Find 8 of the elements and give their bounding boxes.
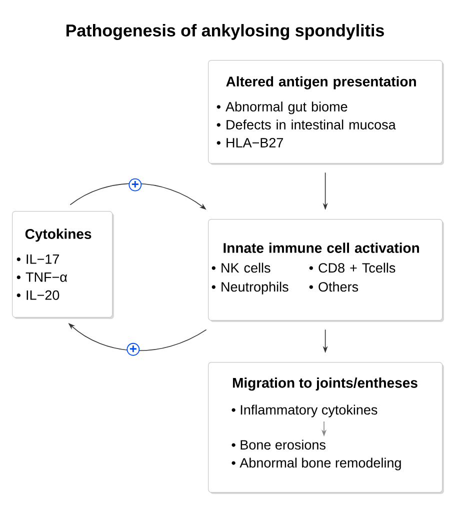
bullet-text: • Inflammatory cytokines bbox=[232, 404, 378, 418]
text-box: Cytokines • IL−17 • TNF−α • IL−20 bbox=[12, 211, 114, 319]
plus-sign: + bbox=[126, 342, 140, 356]
bullet-text: • Bone erosions • Abnormal bone remodeling bbox=[232, 440, 401, 470]
text-box: Innate immune cell activation • NK cells • CD8 + Tcells • Neutrophils • Others bbox=[208, 219, 444, 322]
title: Pathogenesis of ankylosing spondylitis bbox=[66, 24, 384, 40]
plus-sign: + bbox=[128, 178, 142, 192]
text-box: Altered antigen presentation • Abnormal gut biome • Defects in intestinal mucosa • HLA−B27 bbox=[208, 60, 444, 165]
